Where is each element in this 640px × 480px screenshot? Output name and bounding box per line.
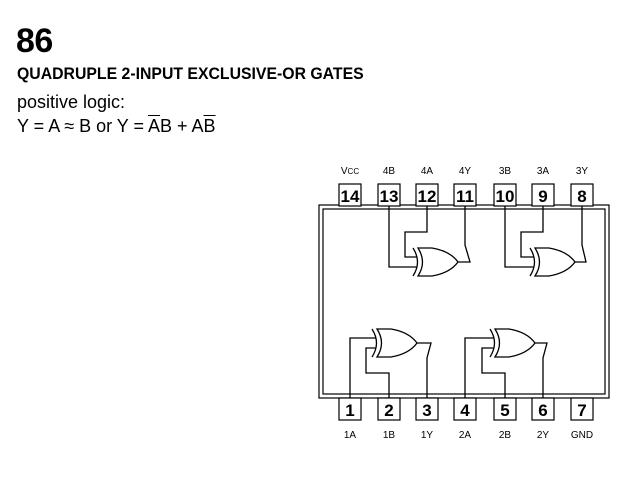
- pin-box: [570, 397, 594, 421]
- pin-label: 4A: [421, 166, 434, 177]
- logic-formula: Y = A ≈ B or Y = AB + AB: [17, 116, 216, 137]
- gate-1-wires: [349, 337, 432, 398]
- pin-label: 4Y: [459, 166, 472, 177]
- formula-not-b: B: [203, 116, 216, 136]
- pin-label: 2B: [499, 430, 512, 441]
- chip-body-outer: [318, 204, 610, 399]
- gate-4-body: [416, 247, 459, 277]
- xor-gate-4: [388, 206, 471, 277]
- formula-not-a: A: [147, 116, 160, 136]
- pin-label: 1B: [383, 430, 396, 441]
- pin-top-11: 11 4Y: [453, 166, 477, 207]
- pin-top-9: 9 3A: [531, 166, 555, 207]
- part-number: 86: [16, 22, 53, 60]
- pin-top-10: 10 3B: [493, 166, 517, 207]
- gate-4-wires: [388, 206, 471, 268]
- gate-3-back-curve: [529, 247, 536, 277]
- pin-number: 5: [500, 401, 509, 420]
- logic-label: positive logic:: [17, 92, 126, 112]
- pin-number: 10: [496, 187, 515, 206]
- pin-top-12: 12 4A: [415, 166, 439, 207]
- pin-label: 2Y: [537, 430, 550, 441]
- gate-1-back-curve: [371, 328, 378, 358]
- formula-text: Y = A ≈ B or Y =: [17, 116, 148, 136]
- gate-3-wires: [504, 206, 587, 268]
- pin-label: 3Y: [576, 166, 589, 177]
- pin-top-8: 8 3Y: [570, 166, 594, 207]
- pin-label: 4B: [383, 166, 396, 177]
- pin-top-14: 14 VCC: [338, 166, 362, 207]
- device-title: QUADRUPLE 2-INPUT EXCLUSIVE-OR GATES: [17, 64, 364, 83]
- chip-body-inner: [322, 208, 606, 395]
- pin-box: [338, 183, 362, 207]
- top-pins: 14 VCC 13 4B 12 4A 11 4Y 10 3B 9 3A 8 3Y: [338, 166, 594, 207]
- pin-number: 3: [422, 401, 431, 420]
- pin-bottom-5: 5 2B: [493, 397, 517, 441]
- pin-number: 8: [577, 187, 586, 206]
- pin-bottom-6: 6 2Y: [531, 397, 555, 441]
- pin-number: 11: [456, 187, 474, 206]
- pin-number: 4: [460, 401, 470, 420]
- gate-3-body: [533, 247, 576, 277]
- pin-label: 3A: [537, 166, 550, 177]
- formula-a: A: [191, 116, 204, 136]
- xor-gate-3: [504, 206, 587, 277]
- pin-label: 2A: [459, 430, 472, 441]
- gate-1-body: [375, 328, 418, 358]
- pin-number: 13: [380, 187, 399, 206]
- pin-number: 12: [418, 187, 437, 206]
- pin-top-13: 13 4B: [377, 166, 401, 207]
- pin-number: 6: [538, 401, 547, 420]
- pin-number: 2: [384, 401, 393, 420]
- pin-number: 7: [577, 401, 586, 420]
- formula-b-plus: B +: [160, 116, 192, 136]
- pin-number: 1: [345, 401, 354, 420]
- pin-bottom-3: 3 1Y: [415, 397, 439, 441]
- gate-2-back-curve: [489, 328, 496, 358]
- gate-2-body: [493, 328, 536, 358]
- pin-label: 1A: [344, 430, 357, 441]
- gate-2-wires: [464, 337, 548, 398]
- pin-bottom-4: 4 2A: [453, 397, 477, 441]
- pin-bottom-1: 1 1A: [338, 397, 362, 441]
- xor-gate-1: [349, 328, 432, 398]
- pin-label: VCC: [341, 166, 359, 177]
- pin-number: 9: [538, 187, 547, 206]
- pin-number: 14: [341, 187, 360, 206]
- pin-label: 3B: [499, 166, 512, 177]
- pin-label: GND: [571, 430, 593, 441]
- pin-bottom-2: 2 1B: [377, 397, 401, 441]
- xor-gate-2: [464, 328, 548, 398]
- pin-label: 1Y: [421, 430, 434, 441]
- gate-4-back-curve: [412, 247, 419, 277]
